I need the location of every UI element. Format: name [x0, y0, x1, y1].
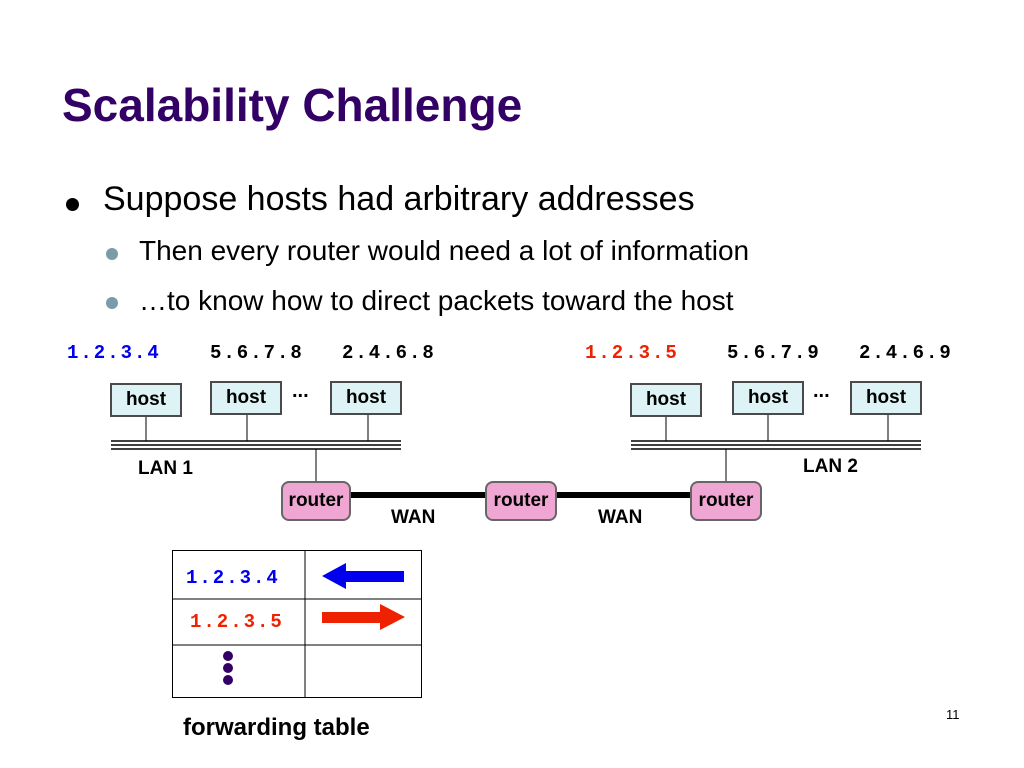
sub-bullet-dot	[106, 248, 118, 260]
host-box: host	[210, 381, 282, 415]
page-number: 11	[946, 707, 960, 722]
table-grid	[172, 550, 422, 698]
address-left-1: 1.2.3.4	[67, 342, 161, 364]
vertical-ellipsis-icon	[223, 651, 233, 685]
table-row-address: 1.2.3.5	[190, 611, 284, 633]
slide-title: Scalability Challenge	[62, 79, 523, 131]
sub-bullet-1: Then every router would need a lot of in…	[139, 235, 750, 266]
right-arrow-icon	[322, 604, 405, 630]
host-box: host	[850, 381, 922, 415]
address-right-2: 5.6.7.9	[727, 342, 821, 364]
host-box: host	[732, 381, 804, 415]
sub-bullet-2: …to know how to direct packets toward th…	[139, 285, 734, 316]
forwarding-table: 1.2.3.4 1.2.3.5	[172, 550, 422, 698]
router-box: router	[485, 481, 557, 521]
ellipsis: ...	[813, 380, 830, 402]
wan-label: WAN	[391, 507, 436, 528]
address-left-3: 2.4.6.8	[342, 342, 436, 364]
address-right-1: 1.2.3.5	[585, 342, 679, 364]
bullet-1: Suppose hosts had arbitrary addresses	[103, 180, 695, 218]
router-box: router	[690, 481, 762, 521]
forwarding-table-caption: forwarding table	[183, 714, 370, 741]
bullet-dot	[66, 198, 79, 211]
host-box: host	[630, 383, 702, 417]
lan2-label: LAN 2	[803, 456, 858, 477]
ellipsis: ...	[292, 380, 309, 402]
address-left-2: 5.6.7.8	[210, 342, 304, 364]
host-box: host	[330, 381, 402, 415]
router-box: router	[281, 481, 351, 521]
left-arrow-icon	[322, 563, 404, 589]
sub-bullet-dot	[106, 297, 118, 309]
address-right-3: 2.4.6.9	[859, 342, 953, 364]
table-row-address: 1.2.3.4	[186, 567, 280, 589]
host-box: host	[110, 383, 182, 417]
wan-label: WAN	[598, 507, 643, 528]
lan1-label: LAN 1	[138, 458, 193, 479]
